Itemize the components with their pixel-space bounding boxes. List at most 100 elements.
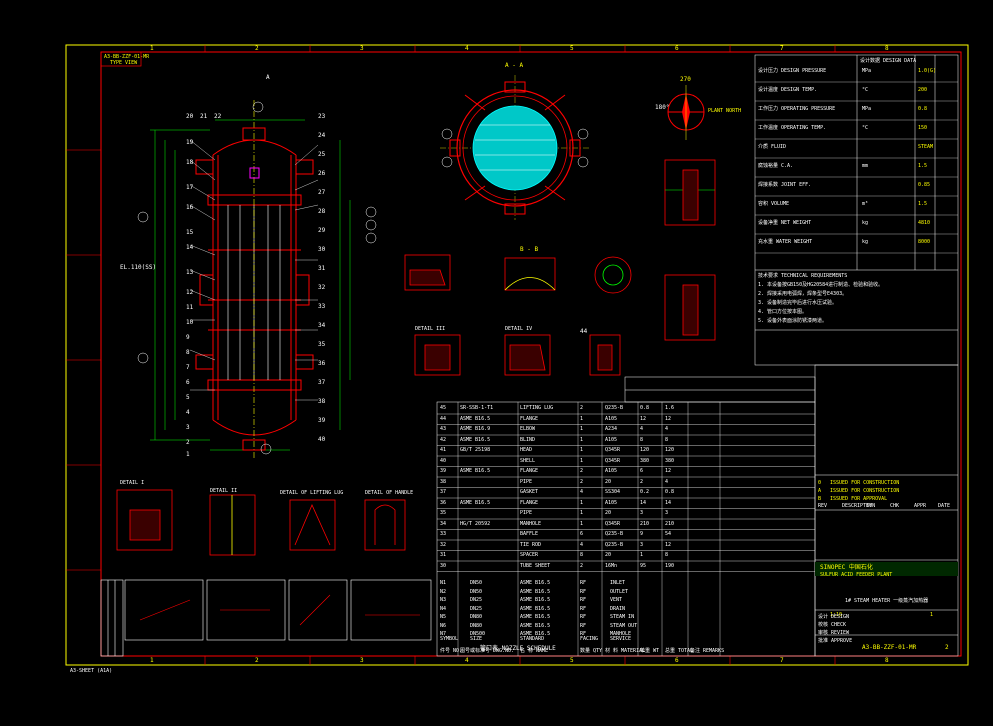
part-number: 25 [318, 151, 326, 158]
part-44-label: 44 [580, 328, 588, 335]
parts-cell: 1.6 [665, 405, 675, 411]
rev-header: APPR [914, 503, 927, 509]
part-number: 32 [318, 284, 326, 291]
parts-cell: 6 [580, 531, 584, 537]
parts-cell: Q345R [605, 520, 621, 527]
nozzle-cell: N7 [440, 631, 447, 637]
detail-label: DETAIL II [210, 488, 238, 494]
part-number: 38 [318, 398, 326, 405]
parts-cell: PIPE [520, 510, 533, 516]
title-project: SULFUR ACID FEEDER PLANT [820, 572, 893, 578]
parts-cell: 1 [640, 552, 644, 558]
parts-cell: SHELL [520, 457, 536, 464]
nozzle-header: SERVICE [610, 636, 632, 642]
nozzle-cell: RF [580, 605, 587, 612]
nozzle-header: STANDARD [520, 636, 545, 642]
parts-cell: 8 [580, 552, 584, 558]
view-marker: A [266, 74, 270, 81]
part-number: 18 [186, 159, 194, 166]
nozzle-cell: N1 [440, 580, 447, 586]
parts-cell: 1 [580, 436, 584, 443]
parts-cell: ASME B16.9 [460, 426, 491, 432]
part-number: 20 [186, 113, 194, 120]
parts-cell: GASKET [520, 489, 539, 495]
notes-title: 技术要求 TECHNICAL REQUIREMENTS [758, 273, 848, 279]
parts-cell: 3 [640, 541, 644, 548]
nozzle-cell: STEAM IN [610, 614, 635, 620]
design-label: 焊接系数 JOINT EFF. [758, 182, 812, 188]
parts-cell: 120 [640, 447, 650, 453]
parts-cell: 1 [580, 415, 584, 422]
signature-label: 批准 APPROVE [818, 638, 853, 644]
design-value: STEAM [918, 144, 934, 150]
detail-label: DETAIL IV [505, 326, 533, 332]
parts-cell: TIE ROD [520, 541, 542, 548]
parts-header: 件号 NO. [440, 648, 463, 654]
parts-cell: 30 [440, 562, 447, 569]
nozzle-cell: ASME B16.5 [520, 614, 551, 620]
parts-cell: HG/T 20592 [460, 520, 491, 527]
nozzle-cell: ASME B16.5 [520, 605, 551, 612]
note-line: 2. 焊接采用电弧焊，焊条型号E4303。 [758, 291, 848, 297]
part-number: 22 [214, 113, 222, 120]
nozzle-cell: DN500 [470, 631, 486, 637]
parts-cell: 4 [665, 426, 669, 432]
part-number: 11 [186, 304, 194, 311]
design-label: 腐蚀裕量 C.A. [758, 163, 794, 169]
nozzle-header: SYMBOL [440, 636, 459, 642]
parts-cell: 380 [640, 457, 650, 464]
rev-header: DESCRIPTION [842, 503, 876, 509]
parts-cell: 2 [640, 478, 644, 485]
part-number: 34 [318, 322, 326, 329]
design-label: 设计温度 DESIGN TEMP. [758, 87, 818, 93]
part-number: 26 [318, 170, 326, 177]
nozzle-cell: STEAM OUT [610, 622, 638, 629]
nozzle-header: FACING [580, 636, 599, 642]
signature-label: 设计 DESIGN [818, 614, 850, 620]
parts-cell: Q235-B [605, 531, 624, 537]
parts-cell: 95 [640, 562, 647, 569]
nozzle-cell: RF [580, 614, 587, 620]
parts-cell: 4 [580, 541, 584, 548]
weld-detail-boxes [124, 579, 432, 641]
parts-cell: Q235-B [605, 541, 624, 548]
nozzle-cell: ASME B16.5 [520, 631, 551, 637]
design-value: 1.5 [918, 163, 928, 169]
rev-description: ISSUED FOR CONSTRUCTION [830, 488, 900, 494]
plant-north-label: PLANT NORTH [708, 108, 742, 114]
border-ticks [66, 45, 836, 665]
parts-cell: 16Mn [605, 562, 618, 569]
nozzle-cell: RF [580, 580, 587, 586]
part-number: 15 [186, 229, 194, 236]
nozzle-cell: RF [580, 622, 587, 629]
design-label: 介质 FLUID [758, 144, 787, 150]
parts-cell: 3 [640, 510, 644, 516]
parts-cell: ASME B16.5 [460, 499, 491, 506]
part-number: 9 [186, 334, 190, 341]
parts-cell: 210 [640, 520, 650, 527]
note-line: 3. 设备制造完毕后进行水压试验。 [758, 300, 838, 306]
design-unit: °C [862, 125, 869, 131]
nozzle-schedule-caption: 管口表 NOZZLE SCHEDULE [480, 645, 556, 652]
design-label: 工作压力 OPERATING PRESSURE [758, 106, 836, 112]
parts-cell: A105 [605, 468, 618, 474]
nozzle-cell: RF [580, 588, 587, 595]
rev-header: DATE [938, 503, 951, 509]
parts-cell: 6 [640, 468, 644, 474]
parts-cell: ELBOW [520, 426, 536, 432]
parts-header: 材 料 MATERIAL [605, 648, 646, 654]
detail-label: DETAIL OF HANDLE [365, 490, 414, 496]
parts-cell: 0.8 [640, 405, 650, 411]
part-number: 28 [318, 208, 326, 215]
parts-cell: 1 [580, 499, 584, 506]
design-unit: m³ [862, 201, 869, 207]
title-scale: 1:10 [830, 612, 843, 618]
parts-cell: SPACER [520, 552, 539, 558]
nozzle-cell: DN80 [470, 622, 483, 629]
parts-cell: GB/T 25198 [460, 447, 491, 453]
parts-cell: A105 [605, 415, 618, 422]
note-line: 5. 设备外表面涂防锈漆两道。 [758, 318, 828, 324]
margin-strip [100, 579, 124, 657]
design-unit: kg [862, 220, 869, 226]
top-left-title-box [100, 51, 142, 67]
